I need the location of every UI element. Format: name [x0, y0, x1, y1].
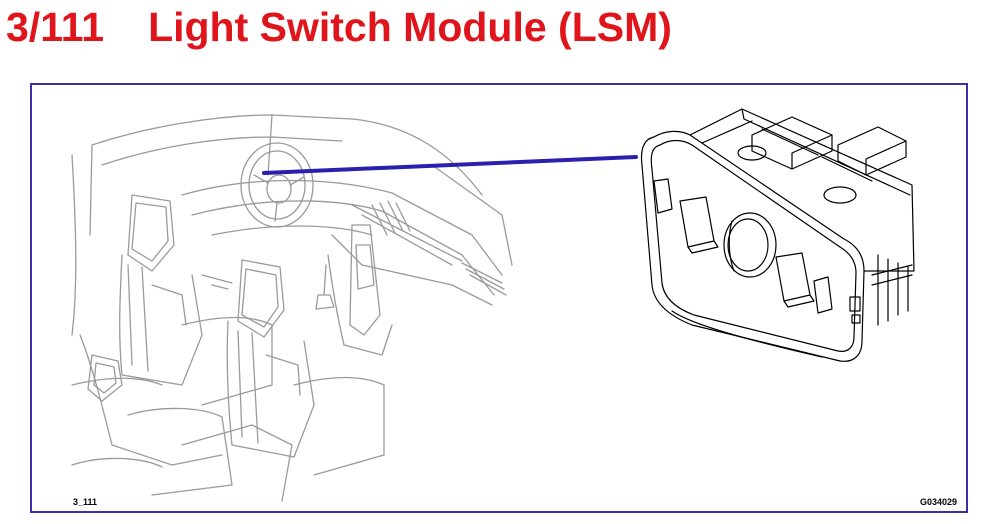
car-interior-drawing [71, 114, 513, 502]
leader-line [262, 155, 638, 175]
illustration-frame: 3_111 G034029 [30, 83, 968, 513]
figure-code-right: G034029 [919, 497, 957, 507]
light-switch-module-drawing [640, 108, 915, 362]
illustration-svg [71, 108, 915, 502]
page-title: 3/111 Light Switch Module (LSM) [6, 2, 672, 54]
figure-title: Light Switch Module (LSM) [148, 4, 672, 50]
figure-number: 3/111 [6, 4, 105, 50]
figure-code-left: 3_111 [73, 497, 98, 507]
